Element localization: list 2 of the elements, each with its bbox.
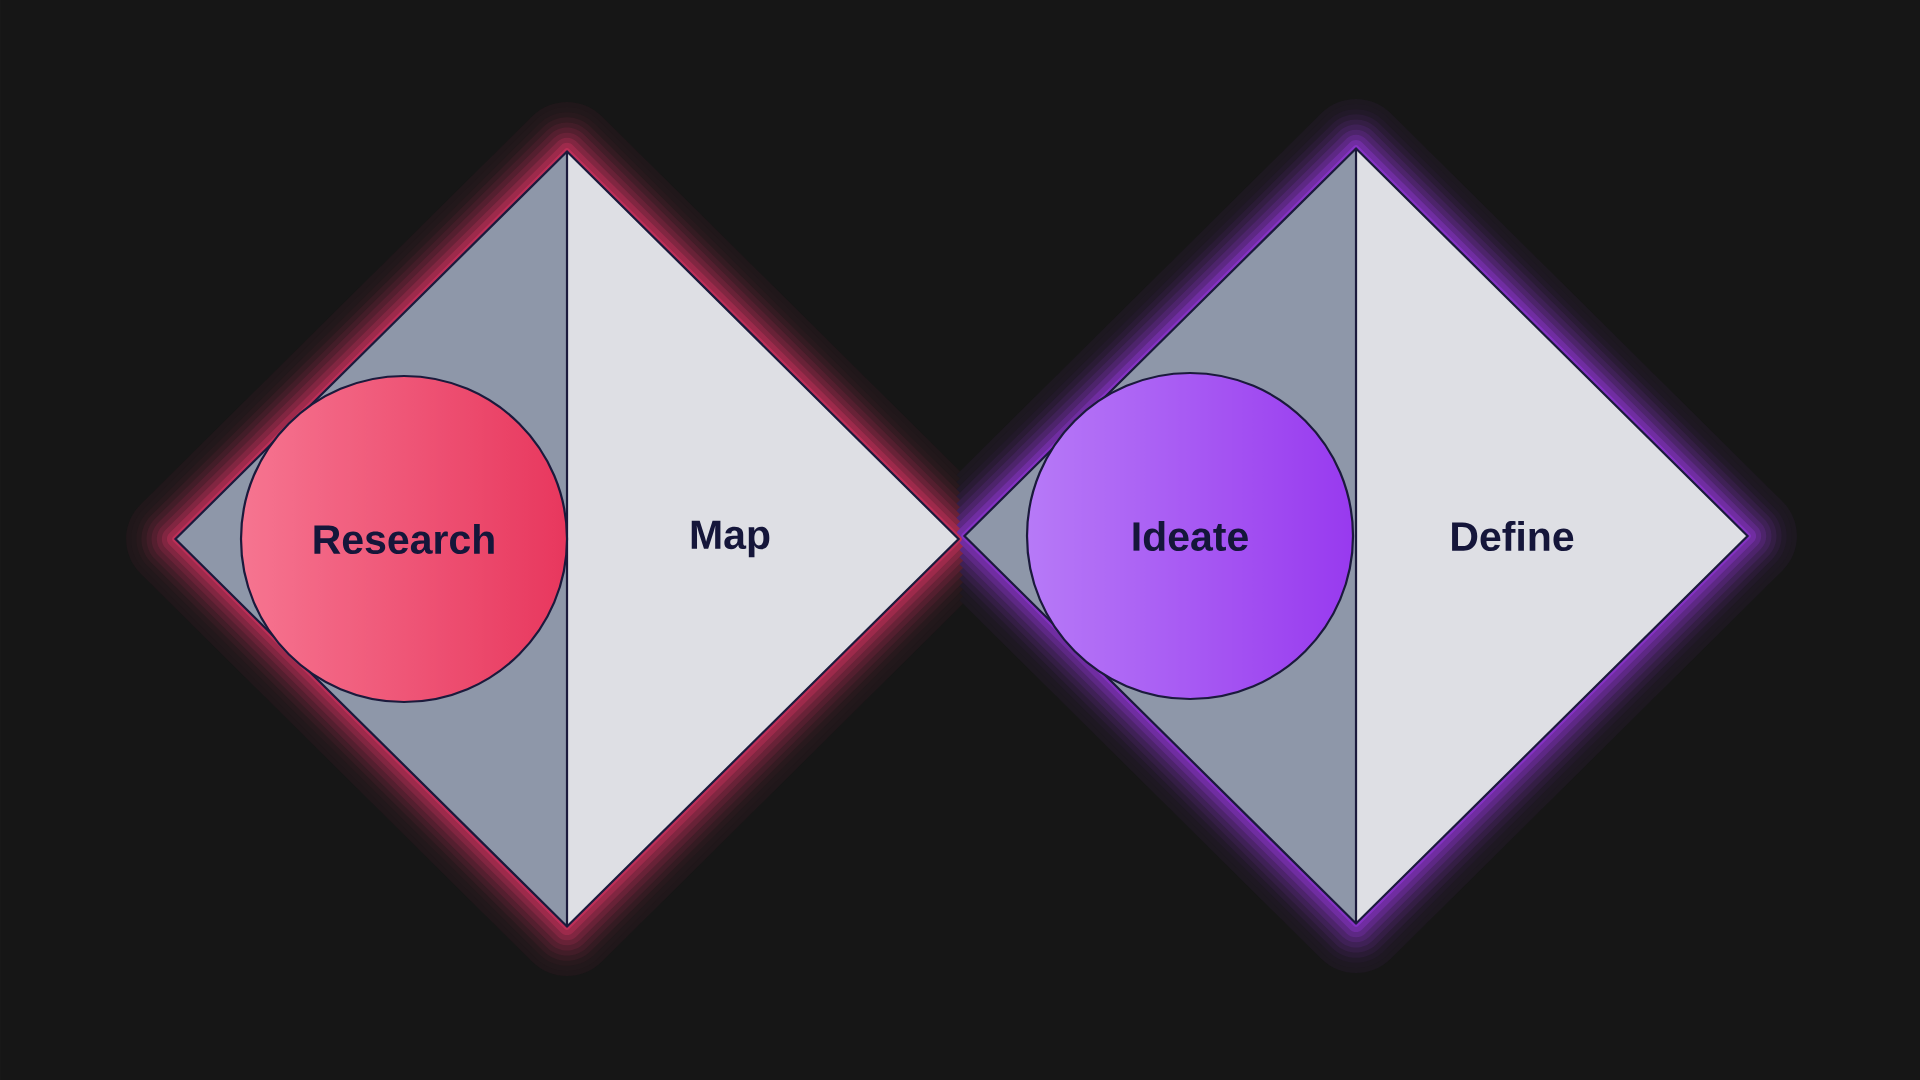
phase-label: Define	[1452, 520, 1574, 552]
phase-label: Map	[691, 520, 770, 558]
